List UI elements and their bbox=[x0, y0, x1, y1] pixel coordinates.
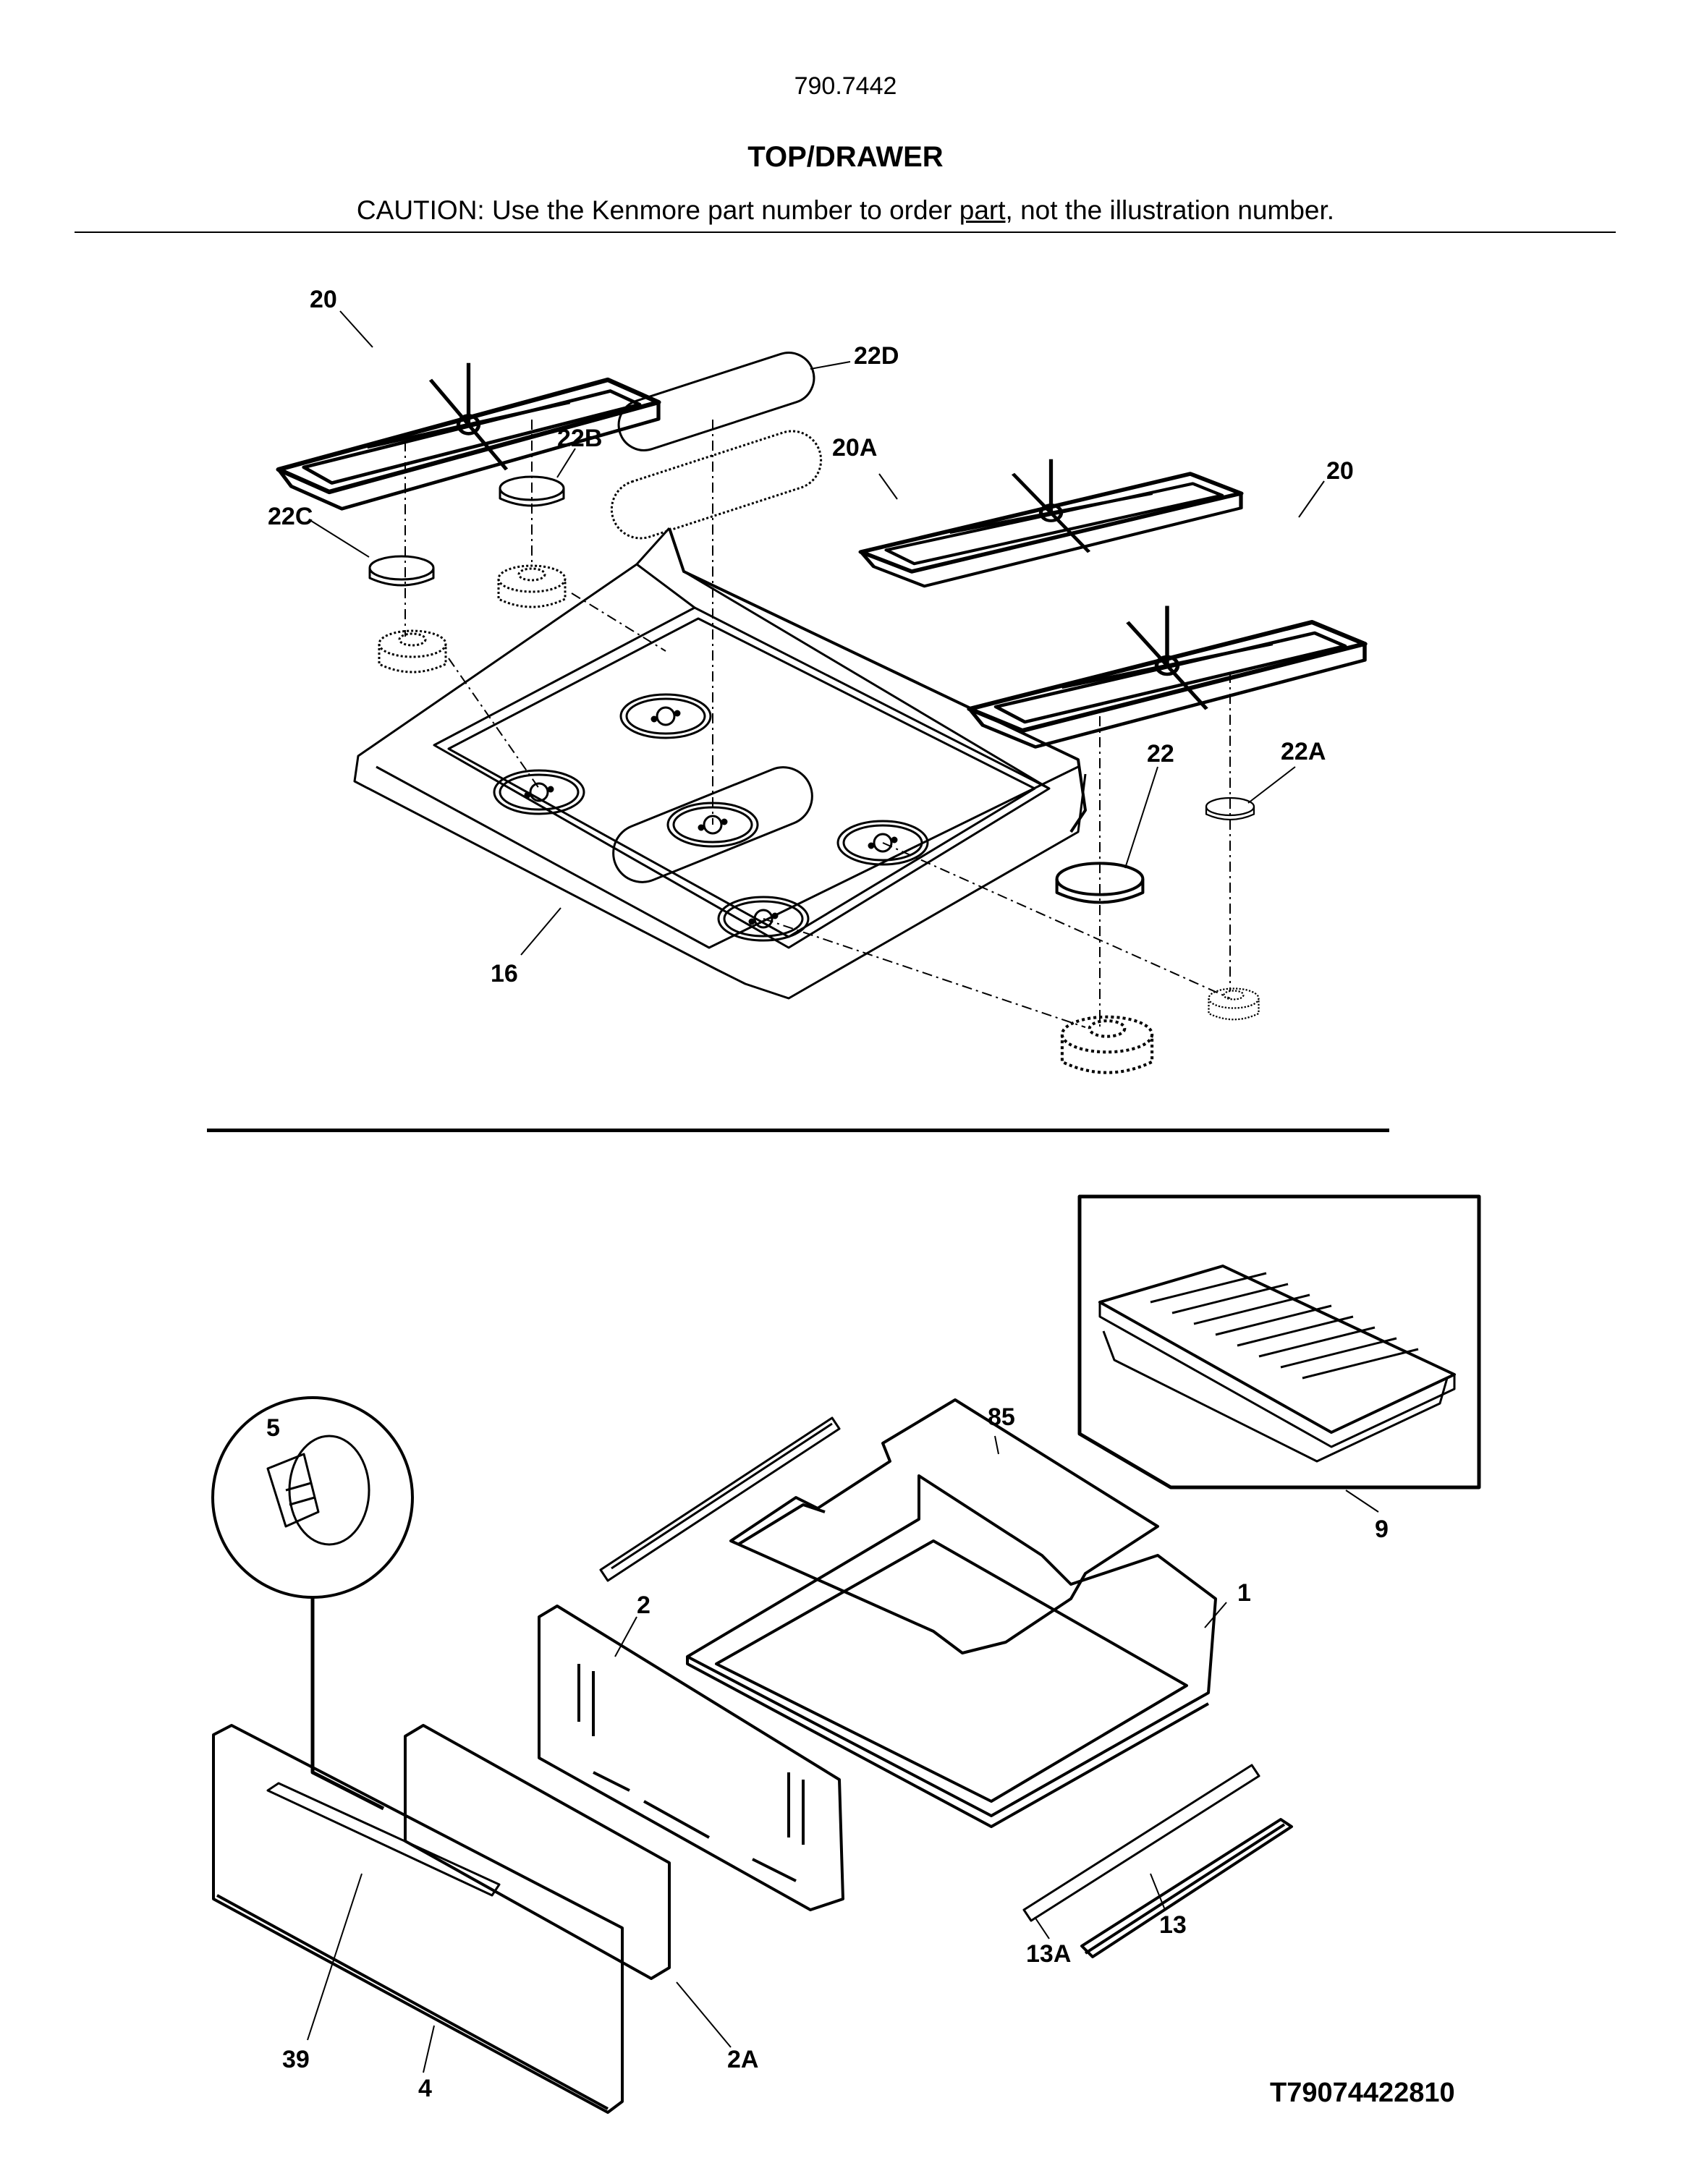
callout-20a: 20A bbox=[832, 434, 878, 462]
slide-rail-13a bbox=[1022, 1764, 1260, 1922]
callout-20-left: 20 bbox=[310, 286, 337, 313]
drawer-back-panel bbox=[538, 1605, 844, 1911]
oval-burner-cap bbox=[610, 352, 823, 540]
callout-22b: 22B bbox=[557, 425, 603, 452]
bottom-leader-lines bbox=[307, 1435, 1227, 2073]
broiler-pan-detail bbox=[1077, 1194, 1481, 1513]
callout-22c: 22C bbox=[268, 503, 313, 530]
burner-base-right-large bbox=[1062, 1017, 1152, 1073]
callout-9: 9 bbox=[1375, 1516, 1389, 1543]
callout-16: 16 bbox=[491, 960, 518, 987]
header-rule bbox=[75, 231, 1616, 233]
burner-grate-center bbox=[861, 459, 1241, 587]
drawing-code: T79074422810 bbox=[1270, 2078, 1455, 2108]
drawer-trim-strip bbox=[266, 1782, 501, 1897]
callout-1: 1 bbox=[1237, 1579, 1251, 1607]
burner-base-left-rear bbox=[497, 564, 567, 608]
callout-85: 85 bbox=[988, 1403, 1015, 1431]
callout-2a: 2A bbox=[727, 2046, 759, 2073]
callout-4: 4 bbox=[418, 2075, 432, 2102]
callout-2: 2 bbox=[637, 1592, 650, 1619]
drawer-inner-panel bbox=[404, 1724, 671, 1980]
callout-39: 39 bbox=[282, 2046, 310, 2073]
model-number: 790.7442 bbox=[794, 72, 897, 100]
caution-text-end: , not the illustration number. bbox=[1005, 195, 1335, 225]
cooktop-tray bbox=[353, 527, 1087, 1000]
callout-13a: 13A bbox=[1026, 1940, 1072, 1968]
caution-underlined-word: part bbox=[959, 195, 1006, 225]
callout-13: 13 bbox=[1159, 1911, 1187, 1939]
callout-5: 5 bbox=[266, 1414, 280, 1442]
burner-base-left-front bbox=[378, 629, 447, 674]
burner-cap-22c bbox=[368, 555, 435, 587]
caution-note: CAUTION: Use the Kenmore part number to … bbox=[0, 195, 1691, 226]
callout-22: 22 bbox=[1147, 740, 1174, 768]
burner-base-right-small bbox=[1208, 987, 1260, 1021]
section-title: TOP/DRAWER bbox=[747, 141, 944, 173]
section-divider bbox=[207, 1129, 1389, 1132]
alignment-lines bbox=[404, 420, 1231, 1028]
burner-grate-right bbox=[970, 606, 1365, 747]
callout-20-right: 20 bbox=[1326, 457, 1354, 485]
caution-text-start: CAUTION: Use the Kenmore part number to … bbox=[356, 195, 959, 225]
upper-side-rail bbox=[599, 1416, 841, 1582]
slide-rail-13 bbox=[1080, 1818, 1293, 1958]
top-leader-lines bbox=[310, 310, 1325, 956]
callout-22a: 22A bbox=[1281, 738, 1326, 765]
clip-detail-circle bbox=[211, 1396, 414, 1811]
drawer-body bbox=[686, 1474, 1217, 1828]
drawer-front bbox=[212, 1724, 624, 2114]
callout-22d: 22D bbox=[854, 342, 899, 370]
drawer-wire-frame bbox=[729, 1398, 1159, 1654]
